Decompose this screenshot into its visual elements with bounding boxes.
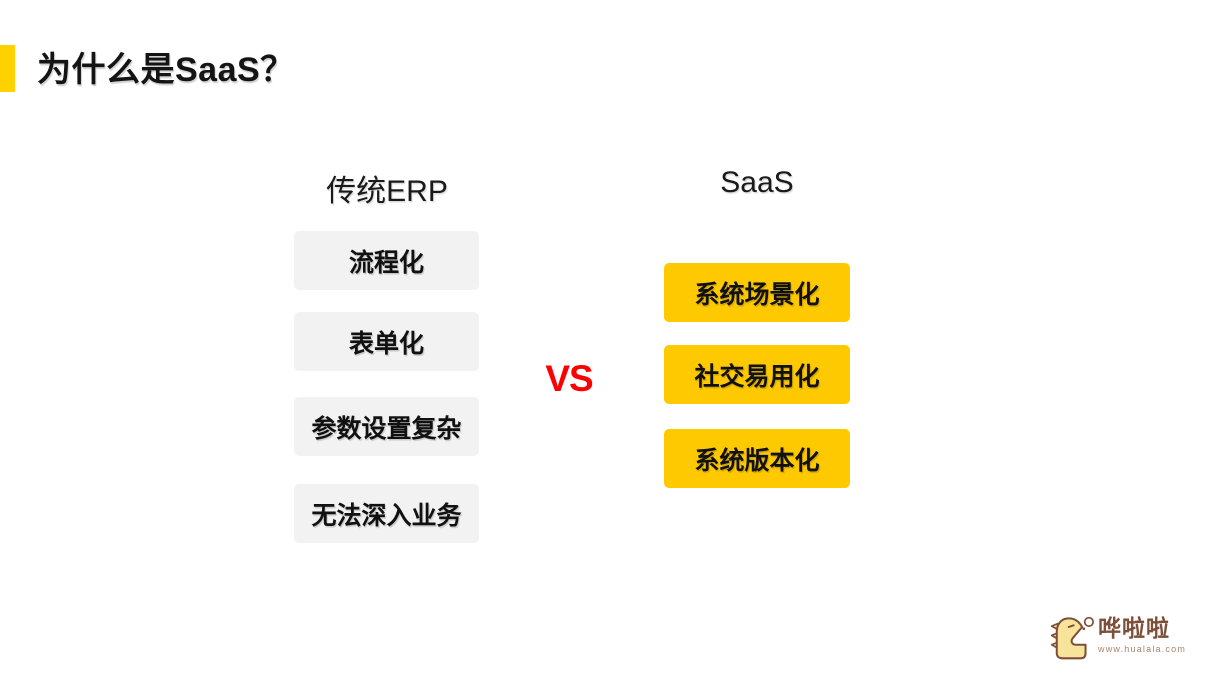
- title-accent-bar: [0, 45, 15, 92]
- logo-name: 哗啦啦: [1098, 615, 1170, 641]
- saas-item-box: 系统版本化: [664, 429, 850, 488]
- erp-item-box: 无法深入业务: [294, 484, 479, 543]
- erp-item-box: 流程化: [294, 231, 479, 290]
- right-column-header: SaaS: [720, 166, 794, 199]
- saas-item-box: 社交易用化: [664, 345, 850, 404]
- erp-item-box: 参数设置复杂: [294, 397, 479, 456]
- hualala-mascot-icon: [1050, 616, 1094, 660]
- hualala-logo: 哗啦啦 www.hualala.com: [1050, 608, 1186, 664]
- left-column-header: 传统ERP: [326, 175, 448, 208]
- logo-text: 哗啦啦 www.hualala.com: [1098, 608, 1186, 654]
- saas-item-box: 系统场景化: [664, 263, 850, 322]
- vs-label: VS: [545, 358, 593, 399]
- erp-item-box: 表单化: [294, 312, 479, 371]
- slide-title: 为什么是SaaS？: [37, 51, 295, 89]
- logo-url: www.hualala.com: [1098, 644, 1187, 655]
